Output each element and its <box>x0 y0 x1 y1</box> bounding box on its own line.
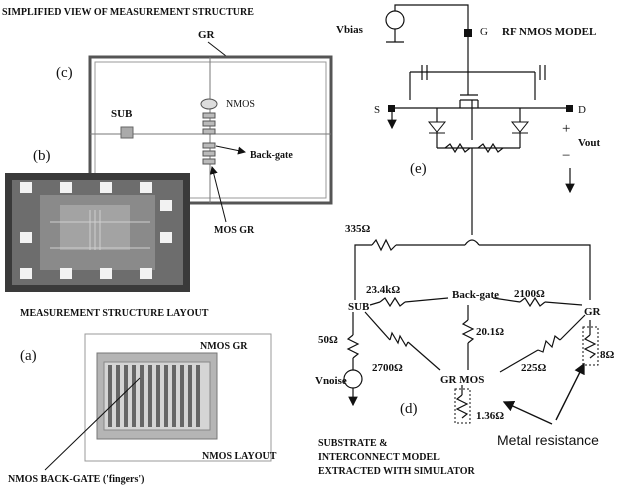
gr-pointer-line <box>207 41 227 57</box>
simplified-view-title: SIMPLIFIED VIEW OF MEASUREMENT STRUCTURE <box>2 7 254 18</box>
metal-resistance-box-gr <box>582 326 599 366</box>
source-label: S <box>374 104 380 116</box>
back-gate-label-c: Back-gate <box>250 150 293 161</box>
vout-plus: + <box>562 121 570 137</box>
vbias-label: Vbias <box>336 24 364 36</box>
substrate-title-line3: EXTRACTED WITH SIMULATOR <box>318 466 475 477</box>
diode-left <box>427 121 447 134</box>
source-terminal <box>388 105 395 112</box>
substrate-title-line2: INTERCONNECT MODEL <box>318 452 440 463</box>
nmos-gr-label-a: NMOS GR <box>200 341 248 352</box>
transistor-network <box>392 37 570 235</box>
gr-mos-node-label: GR MOS <box>440 374 484 386</box>
r-20-1-label: 20.1Ω <box>476 326 504 338</box>
sub-label: SUB <box>111 108 133 120</box>
nmos-label: NMOS <box>226 99 255 110</box>
nmos-layout-label: NMOS LAYOUT <box>202 451 277 462</box>
back-gate-arrow <box>215 145 246 155</box>
mos-gr-label-c: MOS GR <box>214 225 255 236</box>
metal-resistance-box-grmos <box>454 388 471 424</box>
mos-gr-arrow <box>209 166 227 223</box>
bulk-resistor-right <box>477 142 504 154</box>
vout-label: Vout <box>578 137 601 149</box>
r-23k4-label: 23.4kΩ <box>366 284 400 296</box>
nmos-fingers <box>96 352 218 440</box>
vnoise-source <box>343 369 363 407</box>
diode-right <box>510 121 530 134</box>
back-gate-node-label: Back-gate <box>452 289 499 301</box>
vnoise-label: Vnoise <box>315 375 347 387</box>
gate-label: G <box>480 26 488 38</box>
metal-resistance-arrow-left <box>502 400 553 425</box>
panel-d-label: (d) <box>400 401 418 417</box>
vbias-source <box>385 10 405 43</box>
r-2700-label: 2700Ω <box>372 362 403 374</box>
back-gate-contacts <box>202 112 216 165</box>
vout-minus: − <box>562 148 570 164</box>
sub-node-label: SUB <box>348 301 370 313</box>
rf-nmos-model-title: RF NMOS MODEL <box>502 26 596 38</box>
r-1-36-label: 1.36Ω <box>476 410 504 422</box>
sub-contact <box>120 126 134 139</box>
r-335-label: 335Ω <box>345 223 371 235</box>
metal-resistance-arrow-right <box>555 362 585 421</box>
panel-c-label: (c) <box>56 65 73 81</box>
gr-top-label: GR <box>198 29 216 41</box>
nmos-back-gate-fingers-label: NMOS BACK-GATE ('fingers') <box>8 474 144 485</box>
drain-terminal <box>566 105 573 112</box>
substrate-network <box>346 238 597 419</box>
metal-resistance-label: Metal resistance <box>497 432 599 448</box>
gr-node-label: GR <box>584 306 602 318</box>
r-225-label: 225Ω <box>521 362 547 374</box>
nmos-device <box>200 98 218 110</box>
gate-terminal <box>464 29 472 37</box>
substrate-title-line1: SUBSTRATE & <box>318 438 388 449</box>
nmos-layout-frame <box>84 333 272 462</box>
panel-a-label: (a) <box>20 348 37 364</box>
chip-photo <box>5 173 190 292</box>
r-8-label: 8Ω <box>600 349 615 361</box>
back-gate-fingers-pointer <box>44 377 141 471</box>
gate-wire <box>394 4 469 33</box>
drain-label: D <box>578 104 586 116</box>
bulk-resistor-left <box>444 142 471 154</box>
panel-b-label: (b) <box>33 148 51 164</box>
r-2100-label: 2100Ω <box>514 288 545 300</box>
r-50-label: 50Ω <box>318 334 338 346</box>
measurement-layout-title: MEASUREMENT STRUCTURE LAYOUT <box>20 308 209 319</box>
panel-e-label: (e) <box>410 161 427 177</box>
